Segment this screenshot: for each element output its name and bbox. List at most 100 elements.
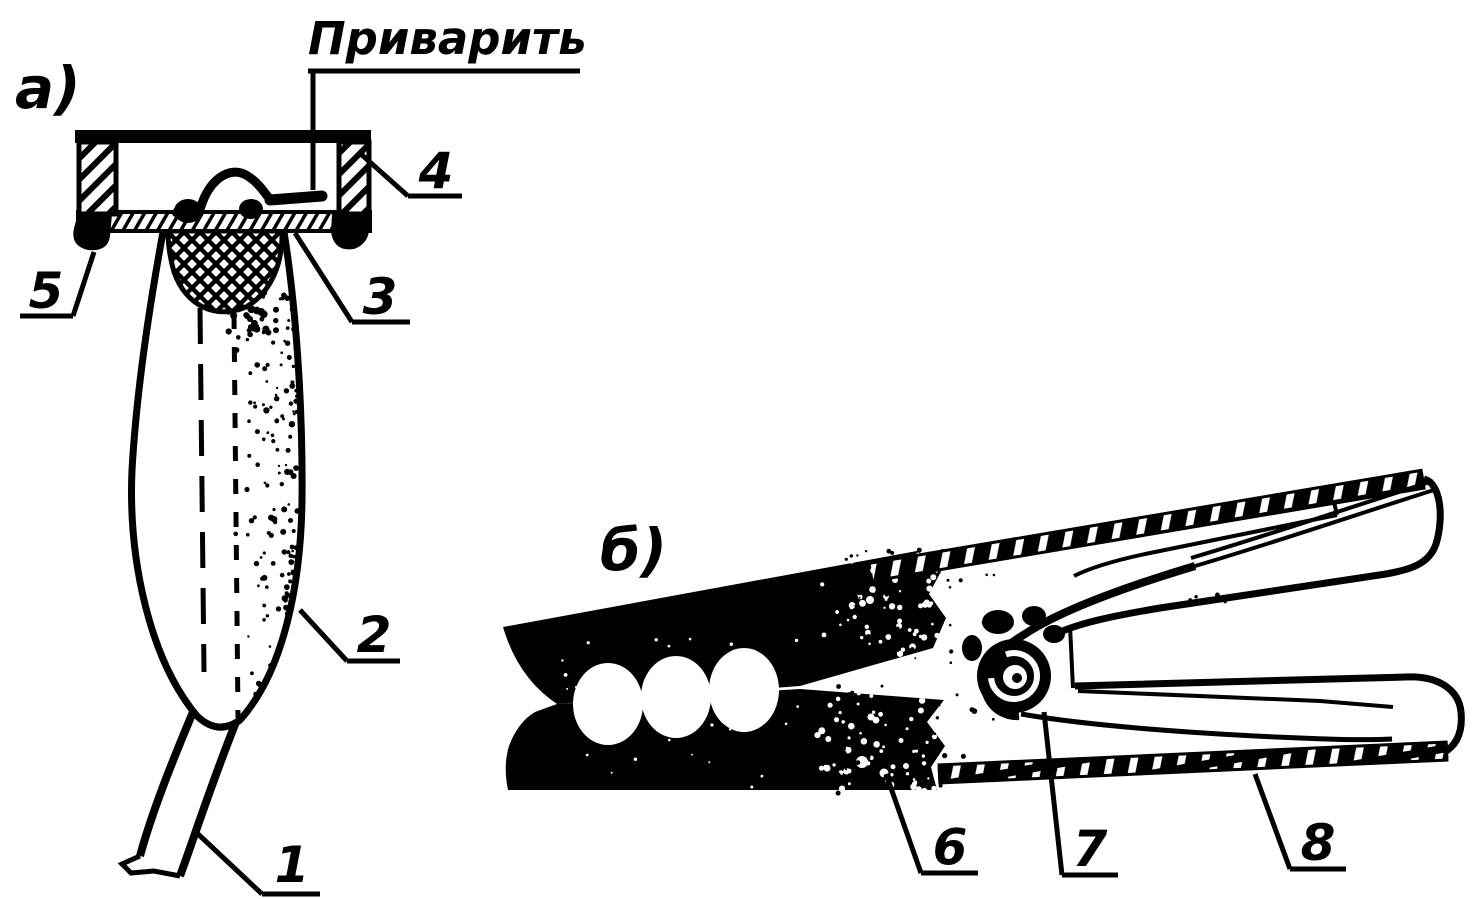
lower-band-rope — [937, 743, 1449, 782]
stipple-dot — [294, 681, 298, 685]
stipple-dot — [905, 727, 909, 731]
stipple-dot — [286, 550, 291, 555]
stipple-dot — [287, 503, 291, 506]
bracket — [73, 130, 372, 251]
stipple-dot — [837, 728, 843, 733]
stipple-dot — [900, 731, 905, 735]
upper-handle — [870, 468, 1444, 637]
stipple-dot — [262, 551, 266, 555]
stipple-dot — [871, 710, 876, 714]
stipple-dot — [960, 753, 966, 759]
spring-upper-leg-b — [1190, 479, 1434, 560]
callout-6-leader — [883, 773, 978, 876]
stipple-dot — [846, 742, 851, 748]
stipple-dot — [710, 723, 714, 727]
stipple-dot — [868, 704, 872, 708]
stipple-dot — [850, 690, 855, 695]
stipple-dot — [918, 603, 923, 609]
stipple-dot — [295, 636, 301, 642]
stipple-dot — [842, 746, 846, 751]
stipple-dot — [947, 752, 951, 756]
stipple-dot — [282, 417, 285, 421]
stipple-dot — [262, 366, 268, 372]
stipple-dot — [291, 549, 295, 553]
stipple-dot — [262, 618, 266, 622]
stipple-dot — [880, 782, 884, 786]
stipple-dot — [291, 364, 296, 369]
stipple-dot — [921, 787, 928, 790]
stipple-dot — [926, 585, 933, 592]
stipple-dot — [294, 388, 299, 393]
stipple-dot — [835, 757, 841, 763]
stipple-dot — [943, 700, 946, 707]
stipple-dot — [268, 645, 272, 648]
stipple-dot — [946, 578, 950, 582]
stipple-dot — [888, 603, 896, 610]
stipple-dot — [896, 650, 904, 657]
stipple-dot — [898, 771, 905, 778]
stipple-dot — [843, 751, 847, 755]
stipple-dot — [270, 707, 276, 713]
stipple-dot — [263, 481, 267, 485]
stipple-dot — [910, 647, 915, 652]
stipple-dot — [265, 483, 270, 488]
stipple-dot — [825, 736, 832, 742]
stipple-dot — [818, 765, 825, 771]
callout-1-number: 1 — [275, 836, 310, 894]
stipple-dot — [247, 331, 253, 338]
stipple-dot — [794, 638, 799, 643]
stipple-dot — [916, 547, 922, 553]
stipple-dot — [668, 738, 671, 742]
panel-a: Приварить 1 2 3 4 5 а) — [15, 12, 587, 897]
stipple-dot — [290, 662, 293, 665]
stipple-dot — [920, 634, 928, 641]
stipple-dot — [265, 362, 270, 367]
stipple-dot — [897, 618, 903, 624]
stipple-dot — [225, 328, 232, 335]
stipple-dot — [244, 486, 250, 493]
stipple-dot — [844, 594, 848, 598]
stipple-dot — [285, 326, 290, 330]
stipple-dot — [910, 783, 917, 790]
stipple-dot — [846, 598, 850, 602]
callout-1-leader — [196, 832, 320, 897]
stipple-dot — [290, 473, 297, 479]
stipple-dot — [848, 722, 855, 730]
stipple-dot — [823, 764, 831, 772]
groove-2 — [641, 656, 711, 738]
stipple-dot — [286, 355, 292, 360]
stipple-dot — [244, 313, 251, 320]
stipple-dot — [295, 394, 300, 399]
stipple-dot — [848, 729, 851, 733]
stipple-dot — [294, 409, 299, 414]
stipple-dot — [875, 758, 879, 761]
stipple-dot — [860, 738, 868, 745]
stipple-dot — [291, 529, 296, 533]
stipple-dot — [273, 520, 278, 525]
stipple-dot — [293, 465, 299, 471]
stipple-dot — [884, 723, 887, 727]
stipple-dot — [991, 717, 995, 721]
stipple-dot — [942, 753, 948, 759]
cable-inner-line — [176, 720, 240, 878]
stipple-dot — [837, 778, 840, 781]
stipple-dot — [949, 661, 953, 664]
stipple-dot — [898, 590, 902, 593]
stipple-dot — [293, 545, 299, 551]
stipple-dot — [934, 719, 938, 723]
stipple-dot — [846, 580, 850, 585]
panel-b-label: б) — [600, 516, 667, 584]
stipple-dot — [847, 782, 851, 786]
stipple-dot — [852, 777, 858, 783]
stipple-blob — [866, 596, 874, 604]
stipple-dot — [847, 736, 851, 740]
axis-dashed-line — [197, 307, 207, 673]
stipple-dot — [930, 574, 937, 581]
coil-bump-3 — [962, 635, 982, 661]
stipple-dot — [915, 786, 922, 790]
callout-6-number: 6 — [933, 818, 968, 876]
panel-b-leaders — [883, 711, 1346, 878]
stipple-dot — [835, 610, 839, 614]
stipple-dot — [688, 637, 692, 641]
